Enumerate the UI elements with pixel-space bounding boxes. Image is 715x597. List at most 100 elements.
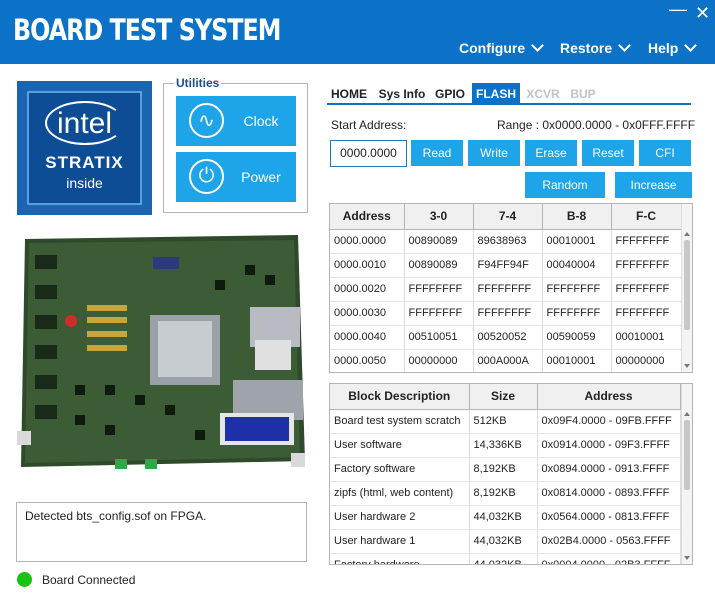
logo-tagline: inside [66,175,103,191]
cell: 00010001 [542,349,612,372]
cell: User software [330,433,470,458]
utilities-group [163,83,308,213]
cell: 512KB [469,409,538,434]
tab-sys-info[interactable]: Sys Info [378,87,426,101]
scroll-up-icon[interactable] [684,232,690,236]
cell: 0000.0030 [330,301,405,326]
read-button[interactable]: Read [411,140,463,166]
menu-restore-label: Restore [560,40,613,56]
cell: FFFFFFFF [542,301,612,326]
tab-bup: BUP [570,87,596,101]
cell: 0000.0050 [330,349,405,372]
cell: 00890089 [404,253,474,278]
cell: 0000.0000 [330,229,405,254]
cell: 44,032KB [469,553,538,564]
tab-home[interactable]: HOME [331,87,367,101]
reset-button[interactable]: Reset [582,140,634,166]
power-button[interactable]: ⏻ Power [176,152,296,202]
title-bar [0,0,715,64]
tab-flash[interactable]: FLASH [472,83,520,105]
cell: 00000000 [611,349,682,372]
increase-button[interactable]: Increase [615,172,692,198]
menu-help[interactable]: Help [648,39,698,56]
start-address-input[interactable]: 0000.0000 [330,140,407,167]
cell: FFFFFFFF [473,277,543,302]
cell: 0x02B4.0000 - 0563.FFFF [537,529,681,554]
cell: 00520052 [473,325,543,350]
tab-bar: HOME Sys Info GPIO FLASH XCVR BUP [327,83,691,105]
start-address-label: Start Address: [331,118,407,132]
utilities-title: Utilities [174,76,222,90]
column-header: Block Description [330,384,470,410]
cell: 00590059 [542,325,612,350]
scroll-down-icon[interactable] [684,556,690,560]
cell: 000A000A [473,349,543,372]
scroll-thumb[interactable] [684,420,690,490]
cell: FFFFFFFF [611,253,682,278]
cell: User hardware 2 [330,505,470,530]
cell: FFFFFFFF [473,301,543,326]
cell: 14,336KB [469,433,538,458]
cell: FFFFFFFF [404,301,474,326]
cell: 0x09F4.0000 - 09FB.FFFF [537,409,681,434]
tab-gpio[interactable]: GPIO [434,87,465,101]
menu-configure[interactable]: Configure [459,39,544,56]
cell: 44,032KB [469,529,538,554]
minimize-button[interactable]: — [669,0,687,19]
cell: 0x0814.0000 - 0893.FFFF [537,481,681,506]
close-button[interactable]: ✕ [695,3,711,23]
cell: 00010001 [611,325,682,350]
scroll-thumb[interactable] [684,240,690,330]
cell: User hardware 1 [330,529,470,554]
write-button[interactable]: Write [468,140,520,166]
cell: Board test system scratch [330,409,470,434]
block-table: Block Description Size Address Board tes… [329,383,693,565]
cell: 00010001 [542,229,612,254]
cell: 00000000 [404,349,474,372]
cfi-button[interactable]: CFI [639,140,691,166]
menu-restore[interactable]: Restore [560,39,632,56]
logo-brand: intel [56,107,113,140]
cell: 00510051 [404,325,474,350]
clock-button-label: Clock [243,113,279,129]
connection-indicator-icon [17,572,32,587]
cell: FFFFFFFF [611,277,682,302]
cell: zipfs (html, web content) [330,481,470,506]
memory-table-scrollbar[interactable] [681,204,692,372]
chevron-down-icon [684,39,698,52]
scroll-down-icon[interactable] [684,364,690,368]
cell: 0x0894.0000 - 0913.FFFF [537,457,681,482]
cell: FFFFFFFF [611,229,682,254]
cell: 8,192KB [469,481,538,506]
erase-button[interactable]: Erase [525,140,577,166]
random-button[interactable]: Random [525,172,605,198]
cell: 0000.0010 [330,253,405,278]
cell: 0x0004.0000 - 02B3.FFFF [537,553,681,564]
cell: 00890089 [404,229,474,254]
scroll-up-icon[interactable] [684,412,690,416]
cell: 44,032KB [469,505,538,530]
cell: Factory software [330,457,470,482]
cell: FFFFFFFF [404,277,474,302]
block-table-scrollbar[interactable] [681,384,692,564]
menu-configure-label: Configure [459,40,526,56]
column-header: Address [537,384,681,410]
cell: F94FF94F [473,253,543,278]
column-header: 3-0 [404,204,474,230]
clock-button[interactable]: ∿ Clock [176,96,296,146]
app-title: BOARD TEST SYSTEM [13,13,281,47]
